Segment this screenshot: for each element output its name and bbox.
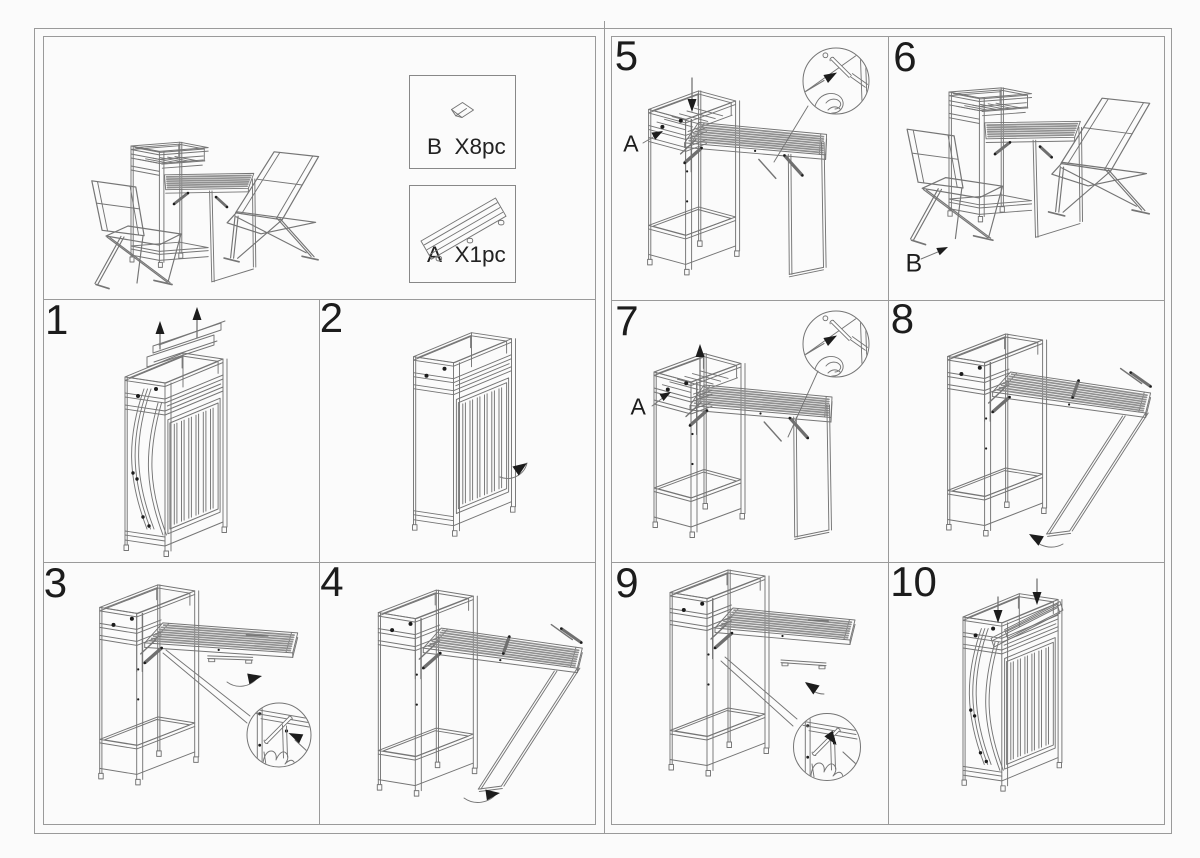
svg-text:B: B	[906, 250, 923, 278]
svg-text:A: A	[623, 131, 639, 157]
svg-text:A: A	[631, 394, 647, 420]
